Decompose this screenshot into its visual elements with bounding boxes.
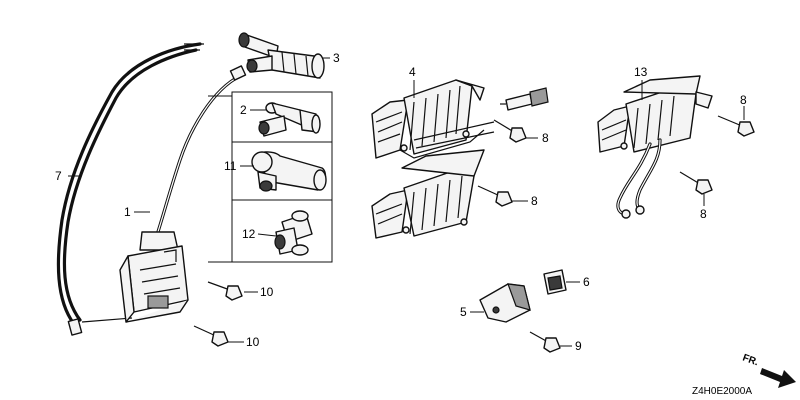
front-direction-label: FR. — [741, 352, 760, 368]
bolt-part-8-upper-left — [493, 119, 527, 143]
front-arrow-icon — [760, 368, 796, 388]
callout-2: 2 — [240, 103, 247, 117]
callout-7: 7 — [55, 169, 62, 183]
grommet-part-6 — [543, 269, 567, 295]
alternate-caps-box — [208, 91, 333, 263]
charge-coil-part-13 — [597, 75, 713, 219]
callout-8-upper-left: 8 — [542, 131, 549, 145]
connector-plug — [500, 87, 549, 111]
callout-4: 4 — [409, 65, 416, 79]
bolt-part-10-upper — [207, 281, 243, 301]
diagram-code: Z4H0E2000A — [692, 386, 752, 397]
callout-5: 5 — [460, 305, 467, 319]
bolt-part-8-lower-left — [477, 185, 513, 207]
plug-cap-part-2 — [258, 102, 321, 137]
exciter-coil-part-4 — [371, 79, 495, 239]
callout-1: 1 — [124, 205, 131, 219]
bracket-part-5 — [479, 283, 531, 323]
plug-cap-part-11 — [251, 151, 327, 192]
callout-12: 12 — [242, 227, 256, 241]
callout-6: 6 — [583, 275, 590, 289]
callout-8-lower-left: 8 — [531, 194, 538, 208]
front-direction-indicator: FR. — [741, 352, 796, 388]
spark-plug-cap-part-3 — [238, 32, 325, 79]
plug-cap-part-12 — [274, 210, 313, 256]
callout-8-upper-right: 8 — [740, 93, 747, 107]
callout-labels: 1 2 3 4 5 6 7 8 8 8 8 9 10 10 11 12 13 — [55, 51, 747, 353]
leader-lines — [68, 57, 745, 347]
bolt-part-8-lower-right — [679, 171, 713, 195]
callout-11: 11 — [224, 159, 237, 173]
callout-8-lower-right: 8 — [700, 207, 707, 221]
bolt-part-9 — [529, 331, 561, 353]
callout-9: 9 — [575, 339, 582, 353]
ground-wire-part-7 — [56, 42, 204, 336]
bolt-part-10-lower — [193, 325, 229, 347]
bolt-part-8-upper-right — [717, 115, 755, 137]
callout-13: 13 — [634, 65, 648, 79]
callout-3: 3 — [333, 51, 340, 65]
callout-10-upper: 10 — [260, 285, 274, 299]
callout-10-lower: 10 — [246, 335, 260, 349]
ignition-coil-part-1 — [119, 65, 247, 323]
